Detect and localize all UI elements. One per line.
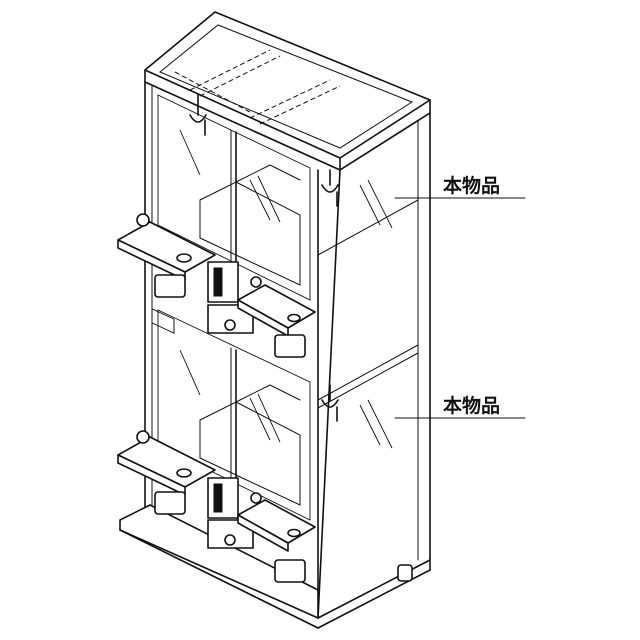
lower-knob-right	[251, 493, 261, 503]
upper-hook-left	[190, 95, 206, 135]
upper-hook-right	[322, 170, 338, 206]
upper-label: 本物品	[443, 174, 500, 197]
upper-knob-right	[251, 277, 261, 287]
lower-label: 本物品	[443, 394, 500, 417]
lower-knob-left	[137, 431, 149, 443]
upper-knob-left	[137, 214, 149, 226]
